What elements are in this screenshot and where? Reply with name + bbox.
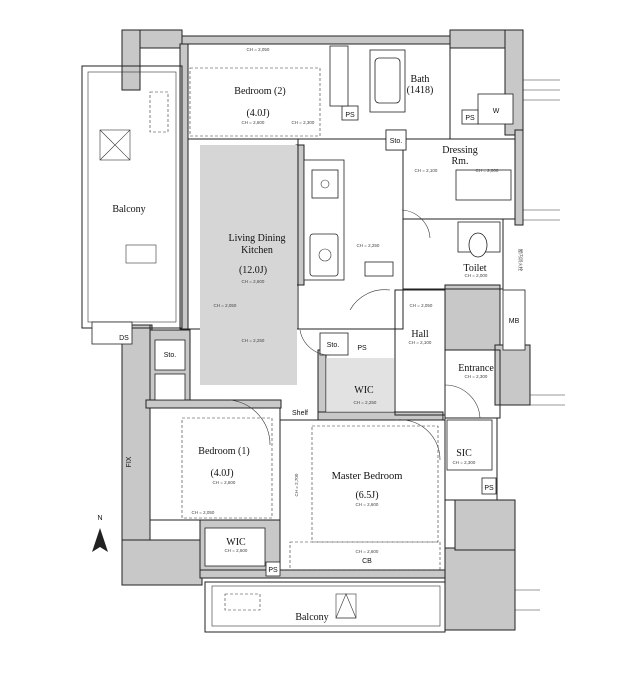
ch-note: CH = 2,250 bbox=[357, 243, 380, 248]
ch-note: CH = 2,600 bbox=[242, 279, 265, 284]
bath-fixtures bbox=[341, 49, 514, 201]
ps-label-1: PS bbox=[345, 112, 355, 119]
dressing-line2: Rm. bbox=[452, 156, 469, 167]
ch-note: CH = 2,100 bbox=[415, 168, 438, 173]
ds-label: DS bbox=[119, 335, 129, 342]
hall-label: Hall bbox=[411, 329, 428, 340]
kitchen-fixtures bbox=[303, 159, 394, 281]
bath-name: Bath bbox=[411, 74, 430, 85]
ch-note: CH = 2,000 bbox=[465, 273, 488, 278]
bath-code: (1418) bbox=[407, 85, 434, 96]
ps-label-4: PS bbox=[484, 485, 494, 492]
ldk-floor-shading bbox=[200, 145, 297, 385]
ldk-size: (12.0J) bbox=[239, 265, 267, 276]
shelf-label: Shelf bbox=[292, 410, 308, 417]
ch-note: CH = 2,600 bbox=[356, 549, 379, 554]
sic-box bbox=[446, 419, 493, 471]
ch-note: CH = 2,250 bbox=[354, 400, 377, 405]
ch-note: CH = 2,600 bbox=[242, 120, 265, 125]
mb-label: MB bbox=[509, 318, 520, 325]
master-name: Master Bedroom bbox=[332, 471, 403, 482]
door-swings bbox=[229, 209, 481, 461]
jp-extinguisher-label: 屋内消火栓 bbox=[517, 249, 524, 272]
ch-note: CH = 2,600 bbox=[225, 548, 248, 553]
entrance-label: Entrance bbox=[458, 363, 494, 374]
ldk-line2: Kitchen bbox=[241, 245, 273, 256]
ch-note: CH = 2,250 bbox=[242, 338, 265, 343]
ch-note: CH = 2,300 bbox=[453, 460, 476, 465]
wic-bottom-label: WIC bbox=[226, 537, 246, 548]
stair-hatching bbox=[515, 79, 565, 611]
bedroom1-name: Bedroom (1) bbox=[198, 446, 249, 457]
north-label: N bbox=[97, 515, 102, 522]
master-size: (6.5J) bbox=[355, 490, 378, 501]
balcony-south bbox=[204, 581, 446, 633]
ps-label-5: PS bbox=[268, 567, 278, 574]
ch-note: CH = 2,000 bbox=[476, 168, 499, 173]
dressing-line1: Dressing bbox=[442, 145, 478, 156]
ps-box-right bbox=[481, 477, 497, 495]
balcony-west bbox=[81, 65, 183, 345]
ch-note: CH = 2,050 bbox=[192, 510, 215, 515]
north-arrow: N bbox=[92, 515, 108, 552]
toilet-label: Toilet bbox=[463, 263, 486, 274]
w-label: W bbox=[493, 108, 500, 115]
sto-label-3: Sto. bbox=[327, 342, 340, 349]
bedroom1-size: (4.0J) bbox=[210, 468, 233, 479]
bedroom2-name: Bedroom (2) bbox=[234, 86, 285, 97]
master-fixtures bbox=[289, 425, 441, 571]
toilet-fixtures bbox=[457, 221, 501, 258]
ch-note: CH = 2,100 bbox=[409, 340, 432, 345]
ch-note: CH = 2,300 bbox=[292, 120, 315, 125]
balcony-west-label: Balcony bbox=[112, 204, 145, 215]
wic-center-shading bbox=[326, 358, 394, 412]
bedroom2-closets bbox=[154, 45, 407, 401]
sto-label-1: Sto. bbox=[390, 138, 403, 145]
sto-label-2: Sto. bbox=[164, 352, 177, 359]
ch-note: CH = 2,600 bbox=[356, 502, 379, 507]
ch-note: CH = 2,050 bbox=[247, 47, 270, 52]
ch-note: CH = 2,050 bbox=[410, 303, 433, 308]
bedroom1-fixtures bbox=[181, 417, 281, 577]
wic-center-label: WIC bbox=[354, 385, 374, 396]
ch-note: CH = 2,050 bbox=[214, 303, 237, 308]
mb-box bbox=[502, 289, 526, 351]
fix-label: FIX bbox=[126, 456, 133, 467]
ps-label-3: PS bbox=[357, 345, 367, 352]
ldk-line1: Living Dining bbox=[229, 233, 286, 244]
ch-note: CH = 2,300 bbox=[465, 374, 488, 379]
cb-label: CB bbox=[362, 558, 372, 565]
balcony-south-label: Balcony bbox=[295, 612, 328, 623]
ps-label-2: PS bbox=[465, 115, 475, 122]
ch-note: CH = 2,600 bbox=[213, 480, 236, 485]
sic-label: SIC bbox=[456, 448, 472, 459]
bedroom2-size: (4.0J) bbox=[246, 108, 269, 119]
ch-note: CH = 2,700 bbox=[294, 473, 299, 496]
